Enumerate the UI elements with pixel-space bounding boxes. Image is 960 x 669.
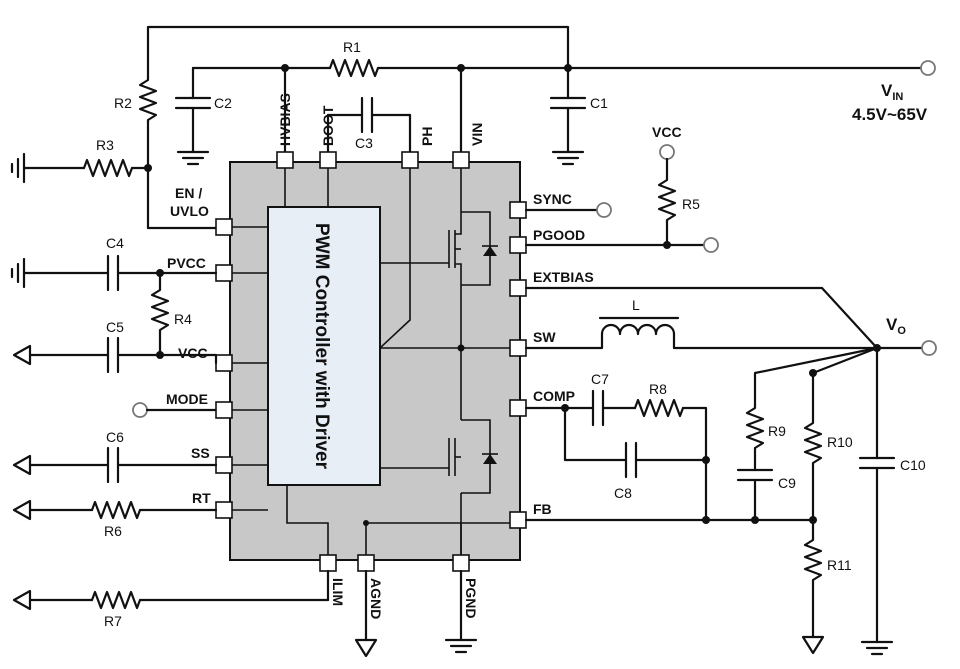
svg-text:C3: C3 — [355, 135, 373, 151]
resistor-r8: R8 — [633, 381, 708, 522]
pin-pgood: PGOOD — [509, 227, 719, 254]
capacitor-c5: C5 — [12, 319, 218, 374]
svg-text:R4: R4 — [174, 311, 192, 327]
pin-vcc: VCC — [178, 345, 268, 372]
svg-text:EXTBIAS: EXTBIAS — [533, 269, 594, 285]
vo-terminal[interactable]: VO — [873, 315, 937, 356]
svg-text:C8: C8 — [614, 485, 632, 501]
svg-text:L: L — [632, 297, 640, 313]
inductor-l: L — [598, 297, 879, 350]
resistor-r9: R9 — [745, 403, 786, 472]
pin-sw: SW — [509, 329, 604, 357]
pin-en-uvlo: EN / UVLO — [170, 185, 268, 236]
svg-text:R11: R11 — [827, 557, 852, 573]
capacitor-c7: C7 — [591, 371, 637, 427]
capacitor-c4: C4 — [10, 235, 218, 292]
pwm-controller-block — [267, 206, 381, 486]
resistor-r2: R2 — [114, 75, 226, 230]
svg-text:C9: C9 — [778, 475, 796, 491]
resistor-r7: R7 — [12, 589, 330, 629]
pin-vin: VIN — [452, 66, 485, 212]
svg-text:C4: C4 — [106, 235, 124, 251]
pin-comp: COMP — [509, 388, 595, 417]
low-side-mosfet — [380, 348, 498, 555]
resistor-r3: R3 — [10, 137, 150, 184]
resistor-r5: VCC R5 — [652, 124, 700, 247]
svg-text:MODE: MODE — [166, 391, 208, 407]
svg-text:PGOOD: PGOOD — [533, 227, 585, 243]
svg-text:BOOT: BOOT — [320, 105, 336, 146]
capacitor-c6: C6 — [12, 429, 218, 484]
svg-text:VCC: VCC — [652, 124, 682, 140]
pin-ilim: ILIM — [319, 554, 346, 606]
capacitor-c3: C3 — [326, 96, 412, 151]
resistor-r11: R11 — [801, 518, 852, 655]
resistor-r4: R4 — [150, 271, 192, 359]
capacitor-c8: C8 — [563, 406, 710, 501]
svg-text:C5: C5 — [106, 319, 124, 335]
resistor-r6: R6 — [12, 499, 218, 539]
svg-text:SS: SS — [191, 445, 210, 461]
svg-text:VCC: VCC — [178, 345, 208, 361]
pin-pgnd: PGND — [444, 554, 479, 654]
svg-text:R1: R1 — [343, 39, 361, 55]
svg-text:R8: R8 — [649, 381, 667, 397]
pin-mode: MODE — [132, 391, 268, 419]
svg-text:ILIM: ILIM — [330, 578, 346, 606]
pin-sync: SYNC — [509, 191, 612, 219]
svg-text:C2: C2 — [214, 95, 232, 111]
pin-agnd: AGND — [354, 554, 384, 658]
svg-text:VO: VO — [886, 315, 906, 337]
pin-rt: RT — [192, 490, 268, 519]
pin-fb: FB — [509, 501, 815, 529]
pin-ph: PH — [379, 113, 435, 349]
svg-text:PH: PH — [419, 127, 435, 146]
svg-text:R2: R2 — [114, 95, 132, 111]
svg-text:R7: R7 — [104, 613, 122, 629]
pwm-controller-label: PWM Controller with Driver — [311, 223, 332, 470]
svg-text:VIN: VIN — [881, 81, 903, 103]
capacitor-c10: C10 — [858, 346, 926, 656]
top-rail — [146, 25, 924, 79]
internal-ground-bus — [286, 485, 510, 555]
svg-text:R3: R3 — [96, 137, 114, 153]
svg-text:R5: R5 — [682, 196, 700, 212]
svg-text:C6: C6 — [106, 429, 124, 445]
svg-text:PGND: PGND — [463, 578, 479, 618]
capacitor-c9: C9 — [736, 468, 796, 524]
pin-hvbias: HVBIAS — [276, 66, 294, 207]
svg-text:4.5V~65V: 4.5V~65V — [852, 105, 928, 124]
svg-text:C1: C1 — [590, 95, 608, 111]
svg-text:UVLO: UVLO — [170, 203, 209, 219]
vo-to-r9-net — [753, 346, 879, 407]
capacitor-c2: C2 — [174, 66, 232, 166]
svg-text:HVBIAS: HVBIAS — [277, 93, 293, 146]
svg-text:PVCC: PVCC — [167, 255, 206, 271]
svg-text:C10: C10 — [900, 457, 926, 473]
svg-text:R10: R10 — [827, 434, 853, 450]
pin-extbias: EXTBIAS — [509, 269, 879, 350]
svg-text:AGND: AGND — [368, 578, 384, 619]
svg-text:VIN: VIN — [469, 123, 485, 146]
svg-text:R6: R6 — [104, 523, 122, 539]
svg-text:FB: FB — [533, 501, 552, 517]
vin-terminal[interactable]: VIN 4.5V~65V — [852, 60, 936, 124]
svg-text:RT: RT — [192, 490, 211, 506]
svg-text:SW: SW — [533, 329, 556, 345]
svg-text:COMP: COMP — [533, 388, 575, 404]
svg-text:SYNC: SYNC — [533, 191, 572, 207]
svg-text:EN /: EN / — [175, 185, 202, 201]
svg-text:C7: C7 — [591, 371, 609, 387]
svg-text:R9: R9 — [768, 423, 786, 439]
high-side-mosfet — [380, 211, 498, 348]
resistor-r10: R10 — [803, 418, 853, 524]
pin-pvcc: PVCC — [167, 255, 268, 282]
resistor-r1: R1 — [328, 39, 380, 78]
capacitor-c1: C1 — [549, 66, 608, 166]
